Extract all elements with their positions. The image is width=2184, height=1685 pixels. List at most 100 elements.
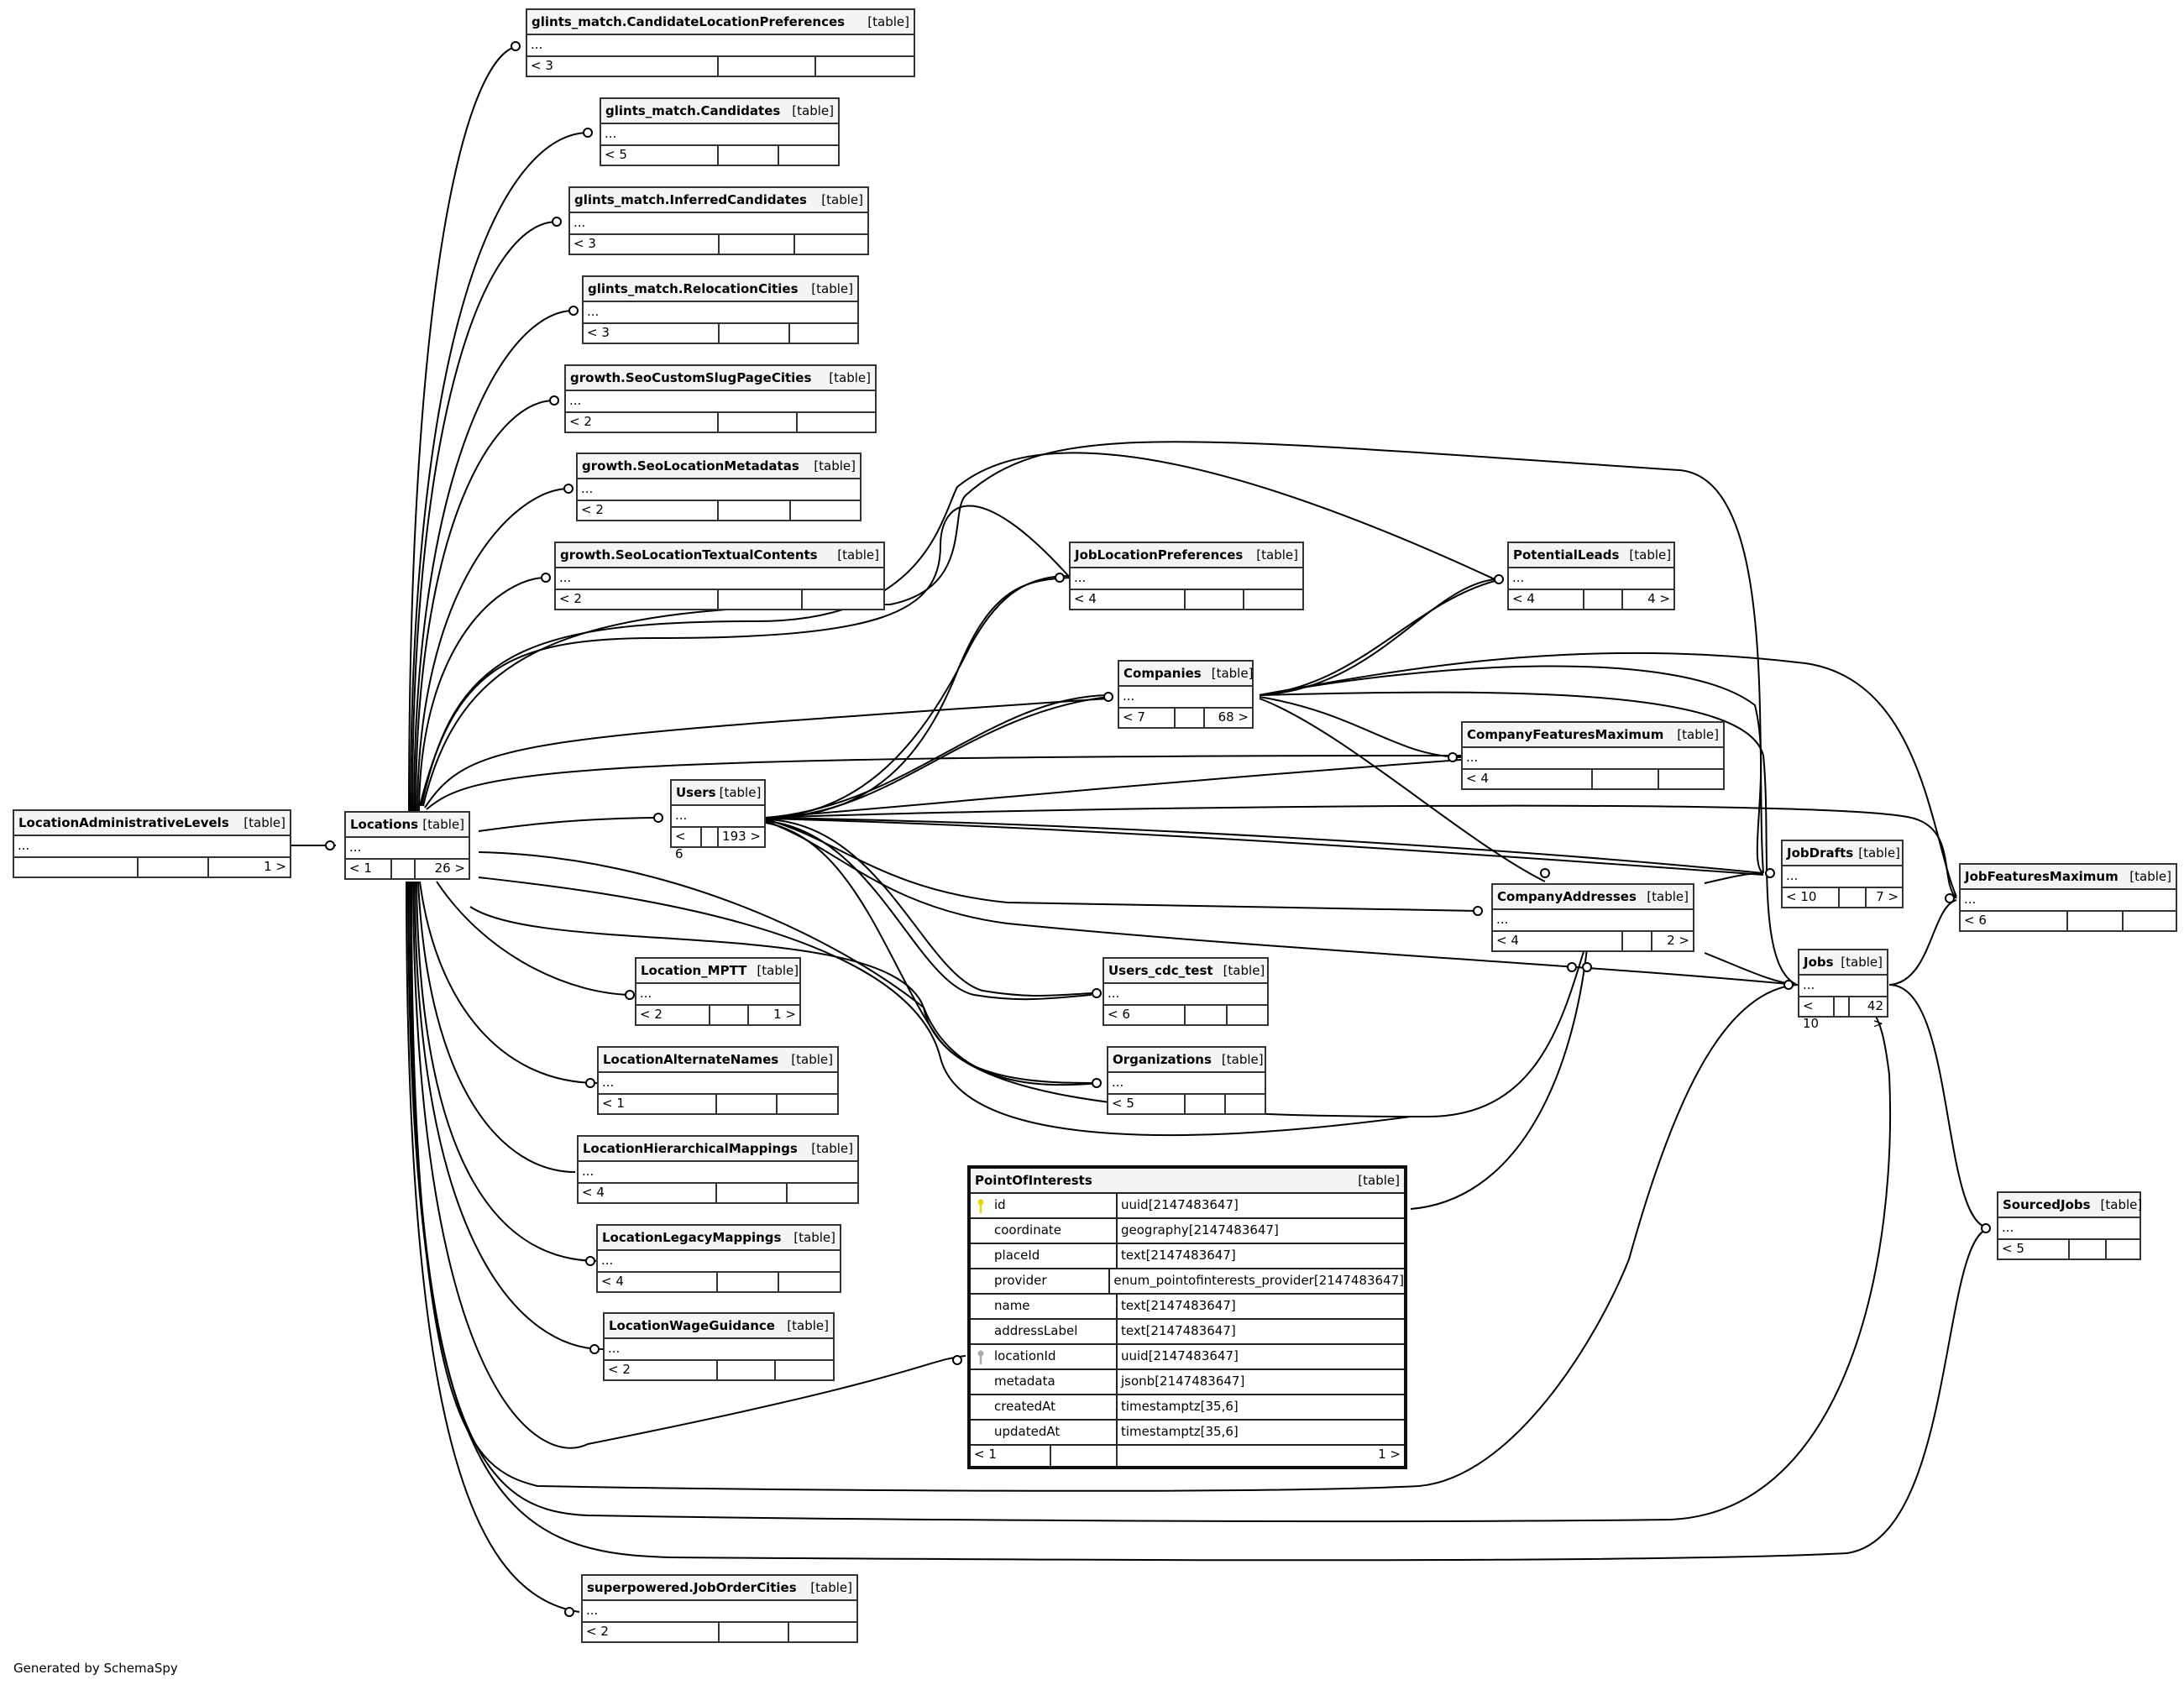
edge-locations-organizations <box>478 877 1411 1137</box>
table-type: [table] <box>811 1141 853 1156</box>
table-seo-custom-slug-page-cities[interactable]: growth.SeoCustomSlugPageCities[table] ..… <box>564 364 877 433</box>
columns-ellipsis: ... <box>584 302 857 324</box>
edge-poi-companyaddresses <box>1410 948 1588 1210</box>
column-count <box>2070 1240 2107 1259</box>
columns-ellipsis: ... <box>578 479 860 501</box>
child-count <box>816 57 914 76</box>
table-location-alternate-names[interactable]: LocationAlternateNames[table] ... < 1 <box>597 1046 839 1115</box>
edge-companyaddresses-jobdrafts <box>1704 872 1764 884</box>
child-count <box>803 590 883 609</box>
edge-users-companies2 <box>765 694 1109 819</box>
parent-count: < 1 <box>346 860 392 878</box>
column-count <box>717 1184 788 1202</box>
table-job-location-preferences[interactable]: JobLocationPreferences[table] ... < 4 <box>1069 542 1304 610</box>
columns-ellipsis: ... <box>583 1601 856 1623</box>
edge-users-jobs <box>765 820 1798 986</box>
table-location-hierarchical-mappings[interactable]: LocationHierarchicalMappings[table] ... … <box>577 1135 859 1204</box>
edge-users-jobfeatures <box>765 804 1957 899</box>
parent-count: < 6 <box>1104 1006 1186 1024</box>
table-name: Jobs <box>1804 955 1834 970</box>
table-location-administrative-levels[interactable]: LocationAdministrativeLevels[table] ... … <box>13 809 291 878</box>
edge-users-userscdc <box>765 819 1092 997</box>
table-seo-location-metadatas[interactable]: growth.SeoLocationMetadatas[table] ... <… <box>576 453 862 521</box>
column-count <box>1840 888 1867 907</box>
columns-ellipsis: ... <box>605 1339 833 1361</box>
table-inferred-candidates[interactable]: glints_match.InferredCandidates[table] .… <box>568 186 869 255</box>
table-name: SourcedJobs <box>2003 1197 2091 1212</box>
table-location-wage-guidance[interactable]: LocationWageGuidance[table] ... < 2 <box>603 1312 835 1381</box>
column-count <box>1186 1006 1228 1024</box>
table-relocation-cities[interactable]: glints_match.RelocationCities[table] ...… <box>582 275 859 344</box>
column-count <box>720 1623 789 1641</box>
child-count <box>798 413 875 432</box>
foreign-key-icon <box>977 1350 984 1364</box>
child-count <box>1226 1095 1265 1113</box>
edge-locations-relocationcities <box>413 310 574 815</box>
table-name: CompanyAddresses <box>1497 889 1637 904</box>
table-type: [table] <box>792 103 834 118</box>
child-count <box>791 501 860 520</box>
column-name-text: updatedAt <box>994 1424 1061 1439</box>
table-type: [table] <box>1647 889 1689 904</box>
table-sourced-jobs[interactable]: SourcedJobs[table] ... < 5 <box>1997 1191 2142 1260</box>
column-count <box>719 413 798 432</box>
column-name: name <box>971 1295 1118 1318</box>
columns-ellipsis: ... <box>1961 890 2176 912</box>
column-name: coordinate <box>971 1219 1118 1243</box>
edge-locations-locationmptt <box>436 881 635 996</box>
child-count <box>790 324 857 343</box>
edge-users-companies <box>765 696 1109 819</box>
column-name-text: placeId <box>994 1248 1040 1263</box>
parent-count: < 10 <box>1783 888 1840 907</box>
table-type: [table] <box>821 192 863 207</box>
column-count <box>1186 1095 1226 1113</box>
generated-by-footer: Generated by SchemaSpy <box>13 1661 178 1676</box>
table-seo-location-textual-contents[interactable]: growth.SeoLocationTextualContents[table]… <box>554 542 885 610</box>
table-organizations[interactable]: Organizations[table] ... < 5 <box>1107 1046 1266 1115</box>
edge-locations-seometadatas <box>416 488 569 815</box>
table-name: LocationAdministrativeLevels <box>18 815 229 830</box>
parent-count: < 6 <box>1961 912 2068 930</box>
column-name: updatedAt <box>971 1421 1118 1444</box>
table-name: JobDrafts <box>1787 845 1854 861</box>
table-candidate-location-preferences[interactable]: glints_match.CandidateLocationPreference… <box>526 8 915 77</box>
column-count <box>139 858 209 877</box>
columns-ellipsis: ... <box>1783 866 1902 888</box>
table-users-cdc-test[interactable]: Users_cdc_test[table] ... < 6 <box>1102 957 1269 1026</box>
table-name: Organizations <box>1113 1052 1212 1067</box>
table-location-legacy-mappings[interactable]: LocationLegacyMappings[table] ... < 4 <box>596 1224 841 1293</box>
child-count: 2 > <box>1667 933 1689 948</box>
columns-ellipsis: ... <box>598 1251 840 1273</box>
table-candidates[interactable]: glints_match.Candidates[table] ... < 5 <box>600 97 840 166</box>
columns-ellipsis: ... <box>1104 984 1267 1006</box>
column-count <box>719 501 791 520</box>
column-type: uuid[2147483647] <box>1121 1197 1239 1212</box>
table-job-features-maximum[interactable]: JobFeaturesMaximum[table] ... < 6 <box>1959 863 2177 932</box>
table-company-features-maximum[interactable]: CompanyFeaturesMaximum[table] ... < 4 <box>1461 721 1725 790</box>
table-name: Users <box>676 785 716 800</box>
table-name: Companies <box>1123 666 1202 681</box>
column-name: locationId <box>971 1345 1118 1368</box>
child-count: 1 > <box>264 859 286 874</box>
table-job-order-cities[interactable]: superpowered.JobOrderCities[table] ... <… <box>581 1574 858 1643</box>
